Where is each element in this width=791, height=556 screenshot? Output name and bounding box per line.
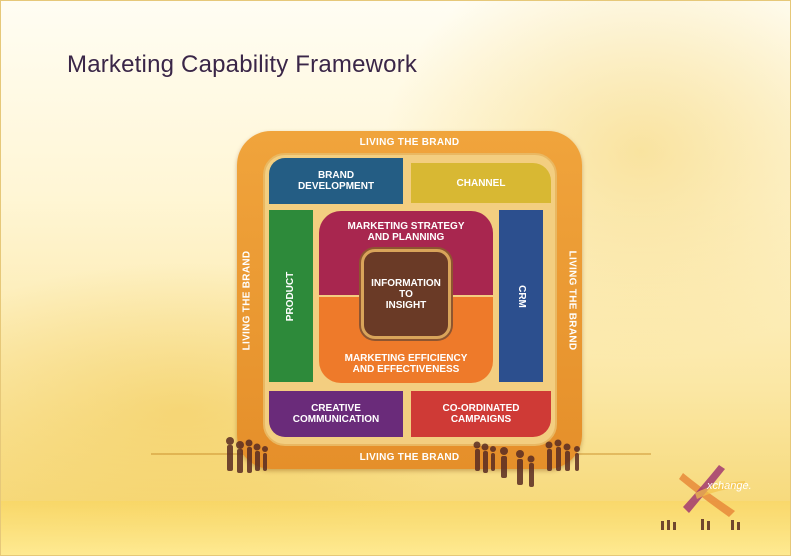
block-label: CO-ORDINATED CAMPAIGNS xyxy=(442,403,520,425)
core-information-to-insight: INFORMATION TO INSIGHT xyxy=(361,249,451,339)
block-coordinated-campaigns: CO-ORDINATED CAMPAIGNS xyxy=(411,391,551,437)
core-label: INFORMATION TO INSIGHT xyxy=(371,277,441,311)
ring-label-bottom: LIVING THE BRAND xyxy=(359,452,460,463)
core-label: MARKETING STRATEGY AND PLANNING xyxy=(347,221,465,243)
slide-title: Marketing Capability Framework xyxy=(67,51,418,78)
logo-text: xchange. xyxy=(707,480,752,492)
block-crm: CRM xyxy=(499,210,543,382)
people-group-right xyxy=(545,439,580,471)
block-creative-communication: CREATIVE COMMUNICATION xyxy=(269,391,403,437)
block-label: CREATIVE COMMUNICATION xyxy=(292,403,380,425)
block-label: CHANNEL xyxy=(456,177,506,189)
block-product: PRODUCT xyxy=(269,210,313,382)
core-label: MARKETING EFFICIENCY AND EFFECTIVENESS xyxy=(344,353,468,375)
block-channel: CHANNEL xyxy=(411,163,551,203)
ring-label-top: LIVING THE BRAND xyxy=(359,137,460,148)
people-group-logo xyxy=(661,519,740,530)
block-label: BRAND DEVELOPMENT xyxy=(297,170,375,192)
xchange-logo-icon xyxy=(679,465,745,517)
people-group-left xyxy=(226,437,268,473)
block-brand-development: BRAND DEVELOPMENT xyxy=(269,158,403,204)
background-band xyxy=(1,501,790,555)
people-group-center xyxy=(473,441,535,487)
